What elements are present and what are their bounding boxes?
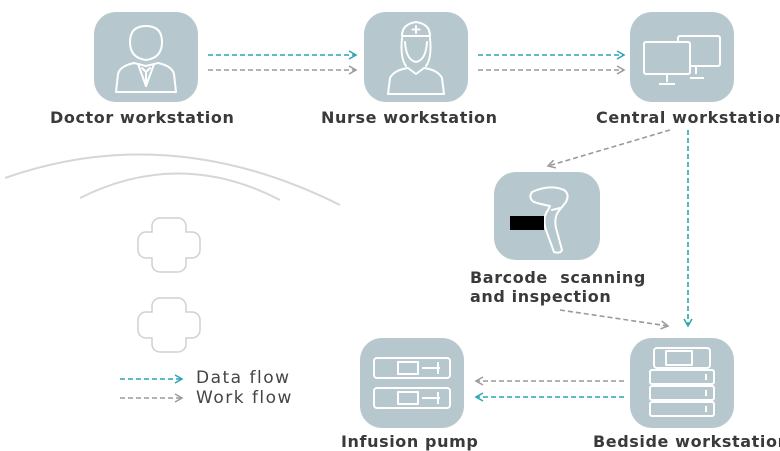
barcode-scanner-icon [510,186,569,254]
nurse-label: Nurse workstation [321,108,498,127]
nurse-icon [387,21,445,95]
nurse-node [364,12,468,102]
legend-work-flow-label: Work flow [196,388,293,408]
bedside-node [630,338,734,428]
work-flow-central-to-barcode [546,129,671,169]
monitors-icon [643,35,721,85]
doctor-node [94,12,198,102]
cross-shape-top [137,217,201,273]
cross-shape-bottom [137,297,201,353]
pump-node [360,338,464,428]
outer-arc [4,153,341,206]
doctor-label: Doctor workstation [50,108,235,127]
bedside-station-icon [649,347,715,417]
doctor-icon [115,25,177,93]
central-node [630,12,734,102]
legend-data-flow-label: Data flow [196,368,291,388]
central-label: Central workstation [596,108,780,127]
barcode-label-line2: and inspection [470,287,612,306]
barcode-node [494,172,600,260]
infusion-pump-icon [373,357,451,409]
pump-label: Infusion pump [341,432,479,451]
bedside-label: Bedside workstation [593,432,780,451]
work-flow-barcode-to-bedside [559,309,670,330]
inner-arc [79,172,281,201]
barcode-label-line1: Barcode scanning [470,268,646,287]
